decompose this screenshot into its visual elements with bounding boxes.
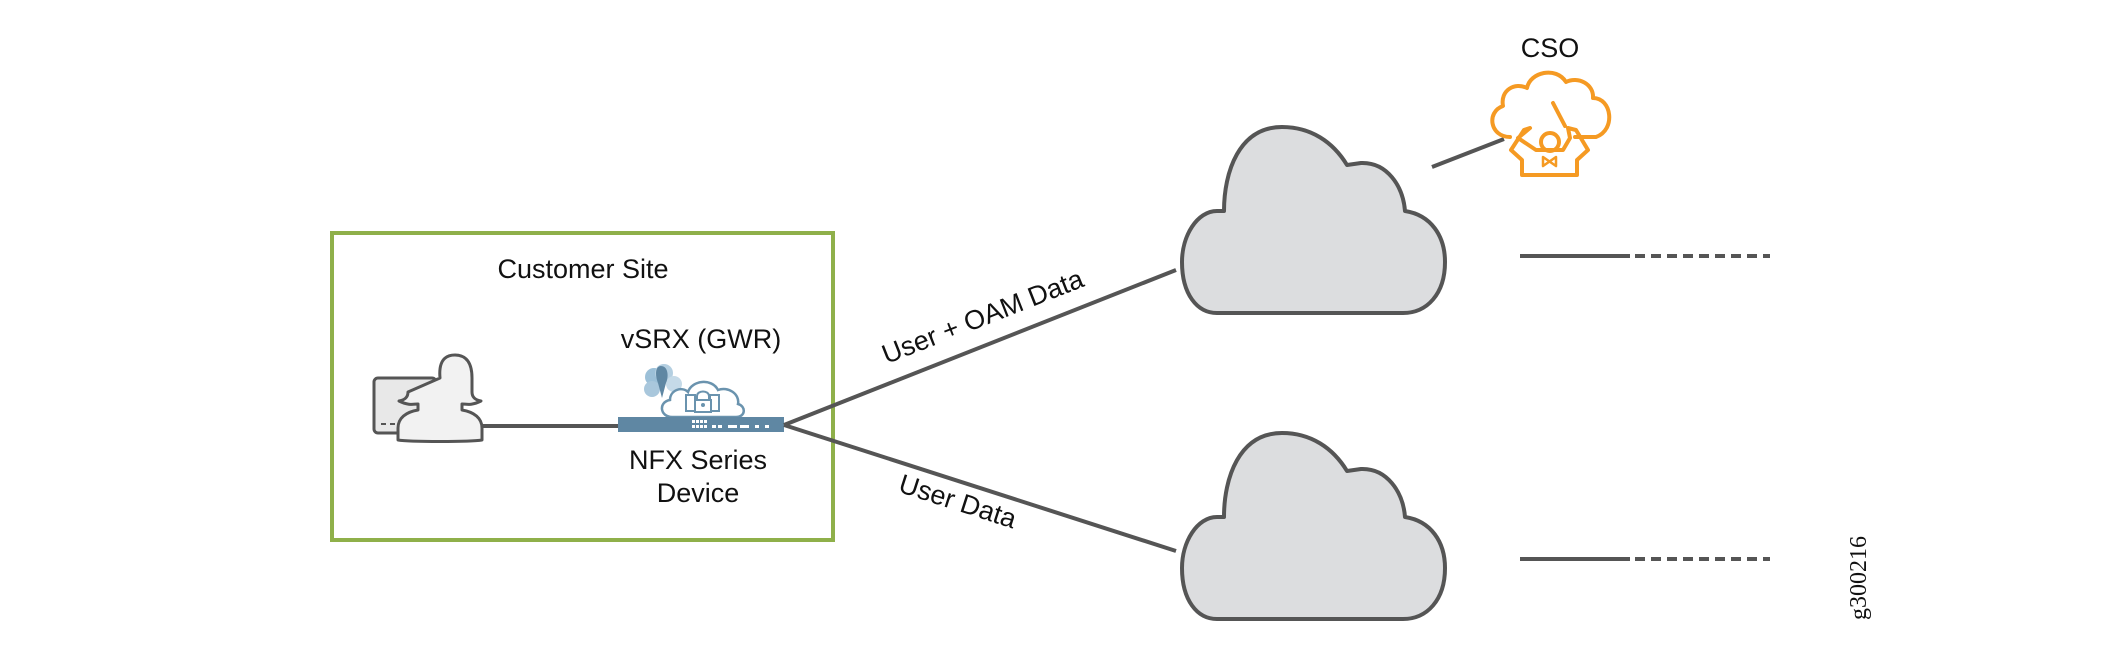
nfx-series-label: NFX Series	[629, 445, 767, 475]
cso-orchestrator-icon	[1490, 70, 1612, 177]
cso-label: CSO	[1521, 33, 1580, 63]
figure-id: g300216	[1846, 536, 1872, 620]
vsrx-gwr-label: vSRX (GWR)	[621, 324, 781, 354]
vsrx-security-cloud-icon	[644, 364, 745, 419]
user-workstation-icon	[372, 353, 484, 443]
upper-wan-cloud	[1180, 125, 1447, 315]
customer-site-title: Customer Site	[497, 254, 668, 284]
user-data-label: User Data	[895, 469, 1021, 535]
upper-link	[783, 268, 1177, 427]
nfx-device-label: Device	[657, 478, 740, 508]
customer-site-box	[330, 231, 835, 542]
nfx-device-icon	[618, 417, 784, 432]
cloud-to-cso-link	[1431, 137, 1505, 169]
lower-link	[783, 423, 1177, 553]
lower-wan-cloud	[1180, 431, 1447, 621]
